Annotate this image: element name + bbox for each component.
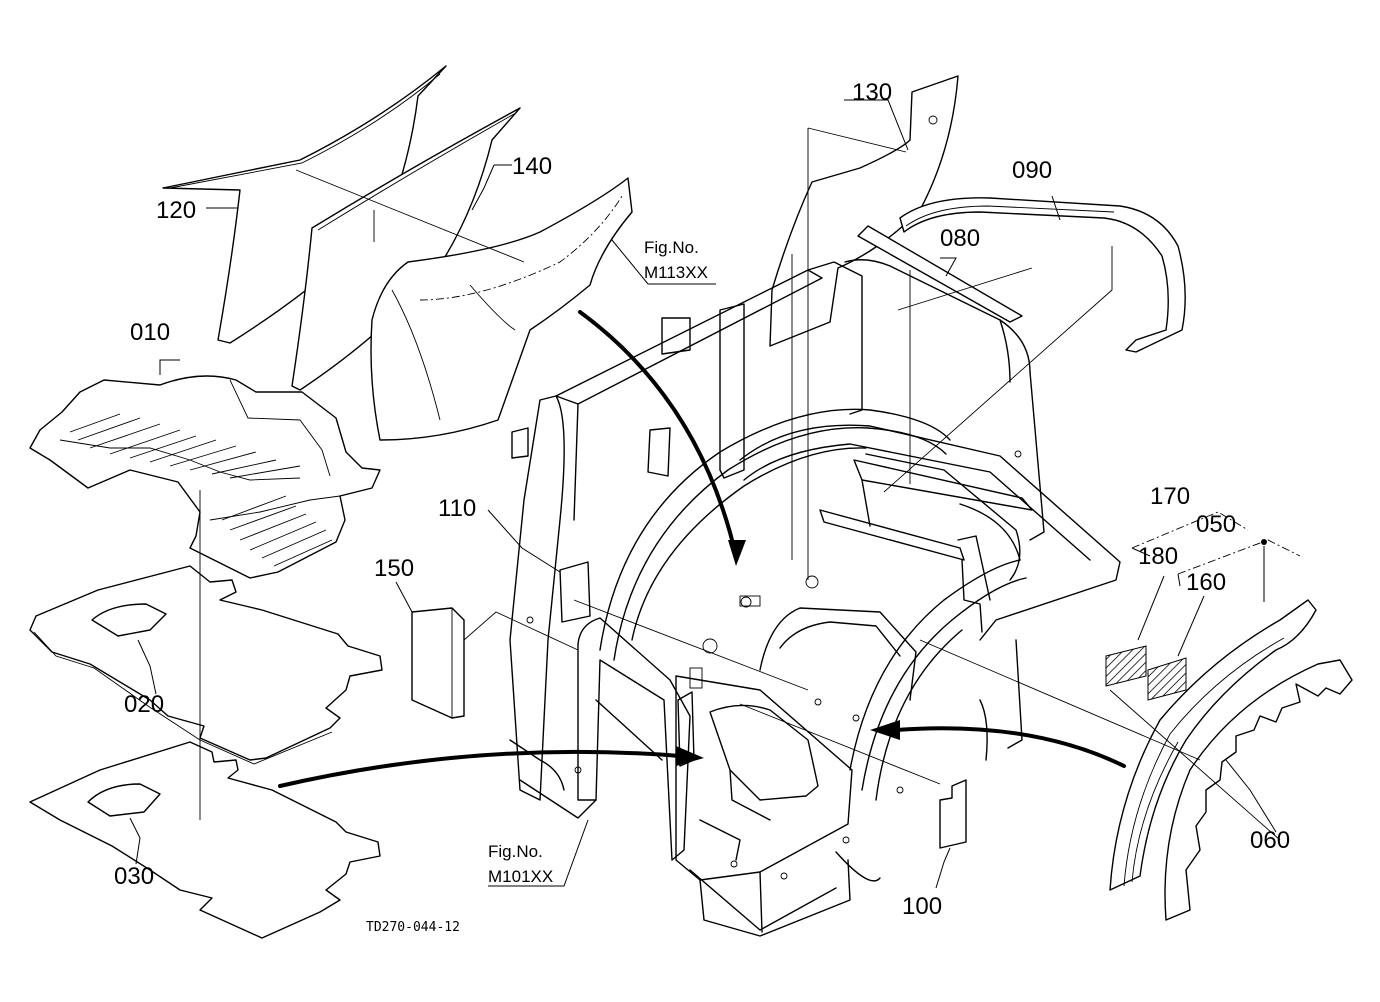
- fig-ref-label: Fig.No.: [488, 842, 543, 861]
- group-bracket-170: [1131, 511, 1249, 557]
- part-030-mat: [29, 741, 381, 939]
- part-labels: 120 140 130 090 080 010 110 150 020 030 …: [114, 79, 1290, 920]
- part-010-floor-mat: [29, 375, 381, 579]
- part-150-plate: [411, 607, 465, 719]
- label-180: 180: [1138, 543, 1178, 570]
- part-130-plate: [769, 75, 959, 347]
- label-010: 010: [130, 319, 170, 346]
- part-090-roof-trim: [899, 197, 1186, 353]
- label-150: 150: [374, 555, 414, 582]
- cab-frame: [509, 259, 1121, 937]
- fig-ref-number: M113XX: [644, 263, 708, 282]
- part-100-plate: [939, 779, 967, 849]
- part-180-decal: [1105, 645, 1147, 687]
- part-160-decal: [1147, 657, 1187, 701]
- fig-ref-m101xx: Fig.No. M101XX: [488, 842, 553, 886]
- reference-lines: [295, 127, 1281, 841]
- label-120: 120: [156, 197, 196, 224]
- label-050: 050: [1196, 511, 1236, 538]
- label-100: 100: [902, 893, 942, 920]
- group-bracket-050: [1177, 539, 1301, 587]
- label-170: 170: [1150, 483, 1190, 510]
- part-110-plate: [559, 561, 591, 623]
- part-020-mat: [29, 565, 383, 765]
- part-050-fender: [1109, 599, 1317, 891]
- label-060: 060: [1250, 827, 1290, 854]
- label-090: 090: [1012, 157, 1052, 184]
- leader-lines: [129, 99, 1277, 889]
- drawing-code: TD270-044-12: [366, 920, 460, 935]
- label-020: 020: [124, 691, 164, 718]
- label-110: 110: [438, 495, 476, 522]
- left-fender-liner: [370, 177, 633, 441]
- label-160: 160: [1186, 569, 1226, 596]
- part-080-trim: [857, 225, 1023, 323]
- fig-ref-number: M101XX: [488, 867, 553, 886]
- fig-ref-m113xx: Fig.No. M113XX: [644, 238, 708, 282]
- label-030: 030: [114, 863, 154, 890]
- part-060-fender-liner: [1164, 659, 1353, 921]
- fig-ref-label: Fig.No.: [644, 238, 699, 257]
- label-130: 130: [852, 79, 892, 106]
- label-140: 140: [512, 153, 552, 180]
- assembly-arrows: [278, 310, 1126, 788]
- label-080: 080: [940, 225, 980, 252]
